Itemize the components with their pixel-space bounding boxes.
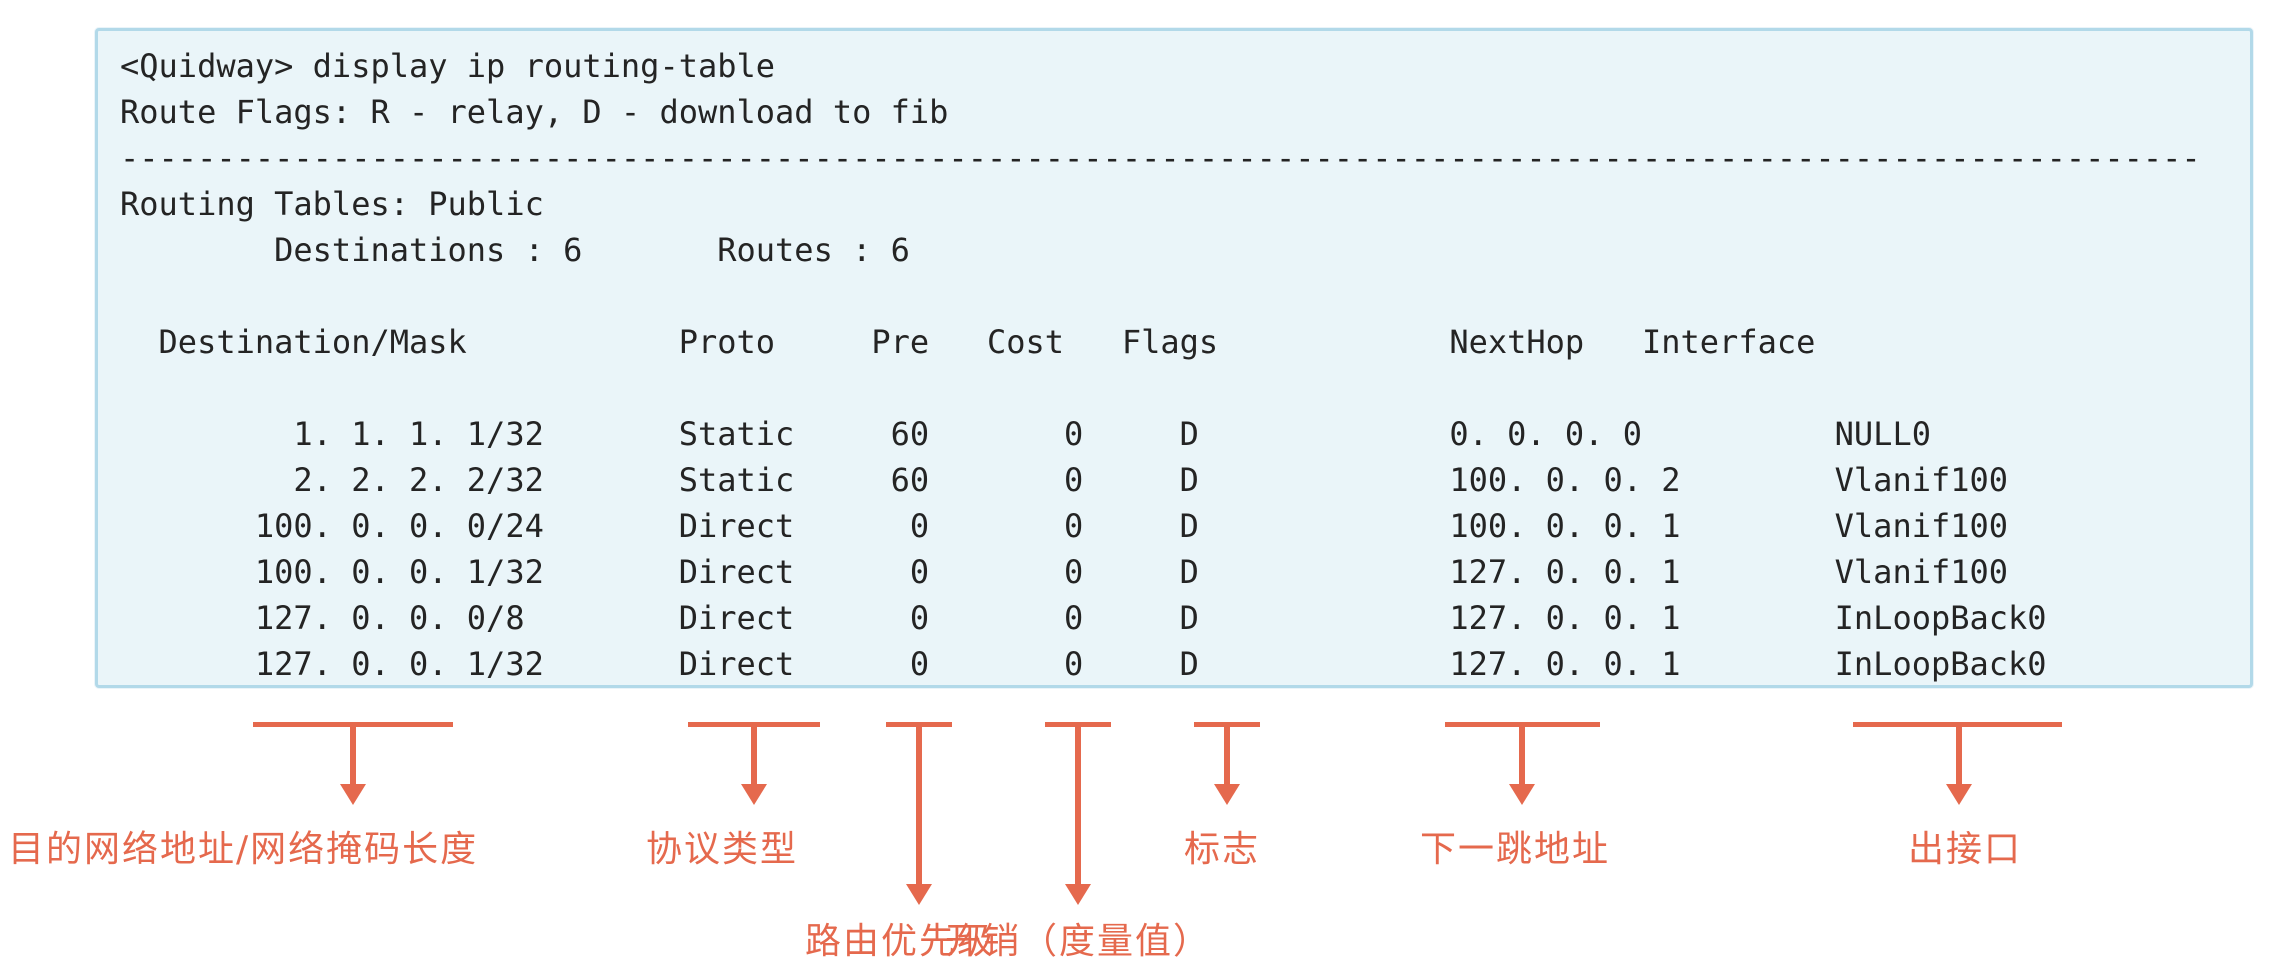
arrow-proto [688,722,820,805]
console-table-row: 2. 2. 2. 2/32 Static 60 0 D 100. 0. 0. 2… [120,461,2009,499]
console-table-row: 127. 0. 0. 1/32 Direct 0 0 D 127. 0. 0. … [120,645,2047,683]
arrow-bar [1853,722,2062,727]
arrow-cost [1045,722,1111,905]
label-flags: 标志 [1183,829,1261,870]
arrow-bar [1045,722,1111,727]
label-nexthop: 下一跳地址 [1419,829,1611,870]
console-table-row: 100. 0. 0. 1/32 Direct 0 0 D 127. 0. 0. … [120,553,2009,591]
arrow-bar [886,722,952,727]
console-table-row: 100. 0. 0. 0/24 Direct 0 0 D 100. 0. 0. … [120,507,2009,545]
arrow-head-icon [1946,784,1972,805]
arrow-bar [1445,722,1600,727]
arrow-stem [1224,726,1230,786]
console-tables-line: Routing Tables: Public [120,185,544,223]
arrow-bar [1194,722,1260,727]
label-interface: 出接口 [1907,829,2023,870]
arrow-bar [253,722,453,727]
console-table-header: Destination/Mask Proto Pre Cost Flags Ne… [120,323,1816,361]
arrow-stem [916,726,922,886]
arrow-head-icon [741,784,767,805]
arrow-destination-mask [253,722,453,805]
console-route-flags-line: Route Flags: R - relay, D - download to … [120,93,949,131]
console-command-line: <Quidway> display ip routing-table [120,47,776,85]
arrow-head-icon [906,884,932,905]
arrow-interface [1853,722,2062,805]
arrow-pre [886,722,952,905]
arrow-stem [1075,726,1081,886]
arrow-head-icon [1065,884,1091,905]
arrow-flags [1194,722,1260,805]
arrow-stem [350,726,356,786]
label-destination-mask: 目的网络地址/网络掩码长度 [8,829,479,870]
arrow-stem [751,726,757,786]
console-summary-line: Destinations : 6 Routes : 6 [120,231,910,269]
arrow-nexthop [1445,722,1600,805]
label-cost: 开销（度量值） [944,921,1212,962]
arrow-head-icon [340,784,366,805]
console-blank-line [120,365,2228,411]
label-proto: 协议类型 [645,829,799,870]
console-divider: ----------------------------------------… [120,139,2201,177]
arrow-stem [1519,726,1525,786]
label-pre: 路由优先级 [804,921,996,962]
arrow-bar [688,722,820,727]
arrow-head-icon [1509,784,1535,805]
arrow-stem [1956,726,1962,786]
console-blank-line [120,273,2228,319]
console-table-row: 1. 1. 1. 1/32 Static 60 0 D 0. 0. 0. 0 N… [120,415,1931,453]
console-table-row: 127. 0. 0. 0/8 Direct 0 0 D 127. 0. 0. 1… [120,599,2047,637]
arrow-head-icon [1214,784,1240,805]
